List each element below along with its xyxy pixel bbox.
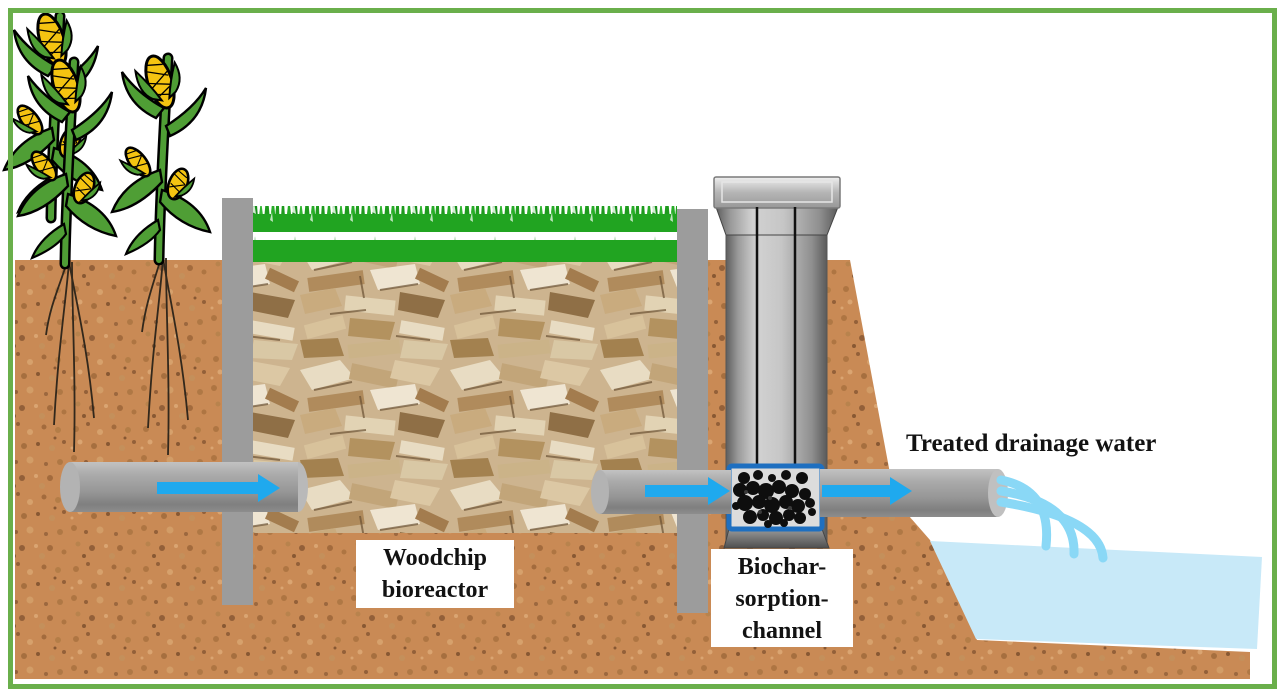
water-streams — [996, 475, 1108, 563]
woodchip-bioreactor-label: Woodchip bioreactor — [356, 540, 514, 608]
label-line: Biochar- — [737, 554, 827, 580]
flow-arrow-middle — [645, 477, 730, 505]
flow-arrow-outlet — [822, 477, 912, 505]
channel-rods — [755, 207, 797, 466]
corn-roots — [45, 257, 189, 456]
left-wall — [222, 198, 253, 605]
biochar-sorption-channel-label: Biochar- sorption- channel — [711, 549, 853, 647]
water-stream-arc — [996, 497, 1108, 563]
biochar-chunks — [732, 470, 816, 528]
flow-arrow-inlet — [157, 474, 280, 502]
grass-base — [253, 240, 677, 262]
label-line: bioreactor — [381, 577, 489, 604]
corn-plant-icon — [18, 54, 116, 264]
channel-cap-bevel — [721, 181, 833, 203]
label-line: channel — [741, 618, 822, 645]
corn-plant-icon — [112, 50, 210, 260]
channel-bottom — [723, 528, 830, 549]
water-pool — [930, 541, 1262, 649]
treated-drainage-water-label: Treated drainage water — [906, 430, 1157, 457]
biochar-channel — [713, 176, 841, 549]
label-line: sorption- — [735, 586, 829, 613]
channel-cap — [713, 176, 841, 209]
channel-collar — [715, 206, 839, 236]
label-line: Woodchip — [382, 545, 488, 571]
right-wall — [677, 209, 708, 613]
